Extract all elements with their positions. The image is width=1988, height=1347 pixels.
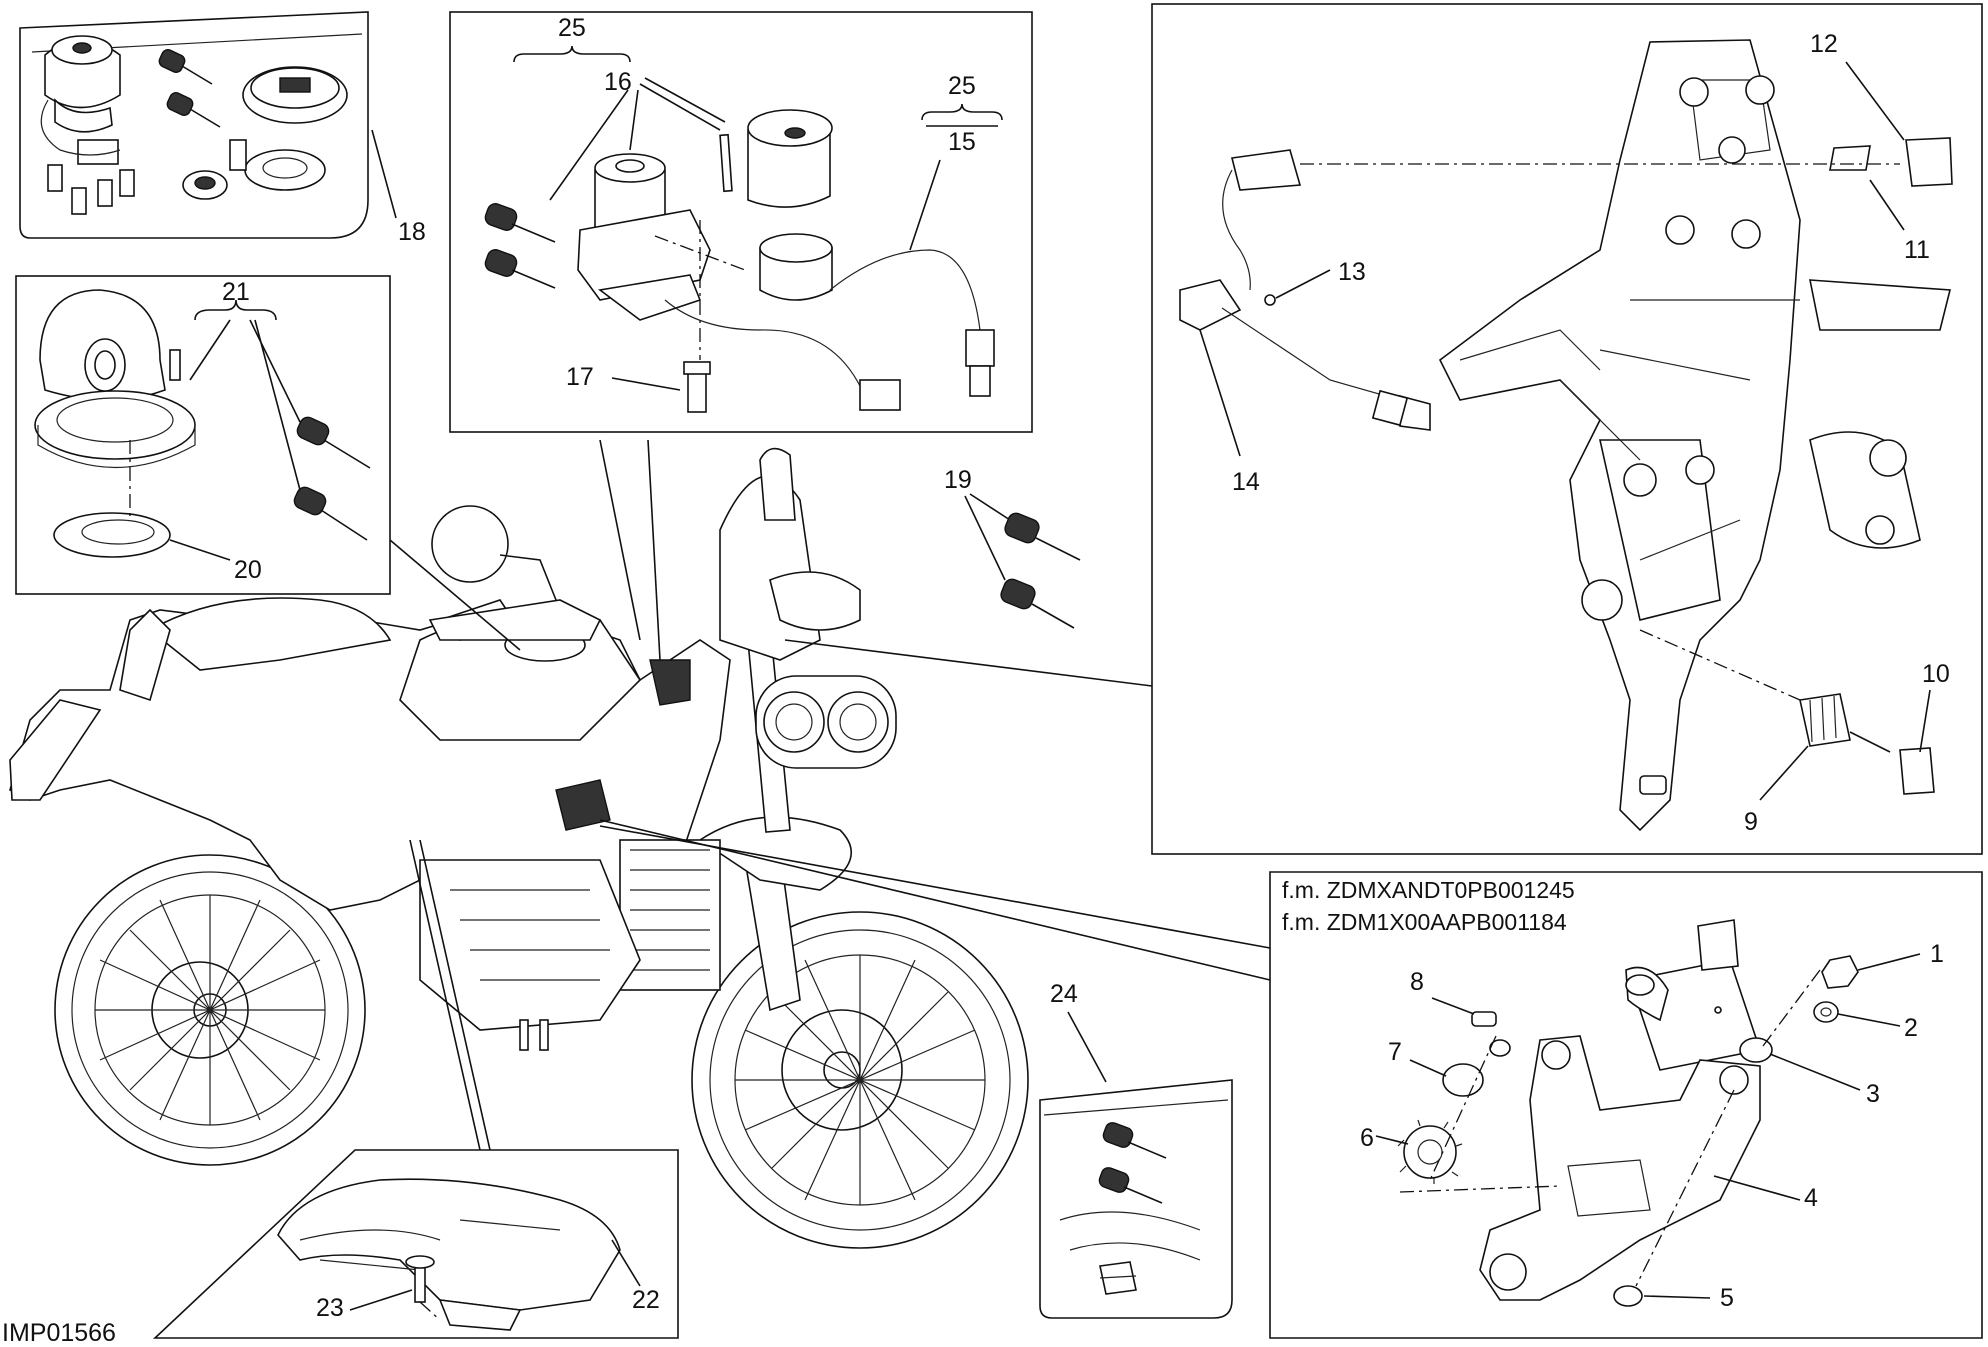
leader-lines: [389, 439, 1271, 1151]
frame-number-2: f.m. ZDM1X00AAPB001184: [1282, 909, 1567, 935]
callout-20: 20: [234, 556, 262, 584]
panel-22-23-cover: 23 22: [152, 1149, 679, 1339]
callout-15: 15: [948, 128, 976, 156]
panel-25-ignition-switch: 25 25 15 16: [449, 11, 1033, 433]
callout-4: 4: [1804, 1184, 1818, 1212]
motorcycle-illustration: [9, 447, 1029, 1249]
callout-25-right: 25: [948, 72, 976, 100]
callout-2: 2: [1904, 1014, 1918, 1042]
callout-8: 8: [1410, 968, 1424, 996]
callout-9: 9: [1744, 808, 1758, 836]
drawing-code: IMP01566: [2, 1319, 116, 1347]
panel-18-lock-kit: 18: [19, 11, 426, 246]
callout-3: 3: [1866, 1080, 1880, 1108]
callout-19-keys: 19: [944, 466, 1081, 629]
callout-17: 17: [566, 363, 594, 391]
callout-5: 5: [1720, 1284, 1734, 1312]
panel-1-8-sensor-bracket: f.m. ZDMXANDT0PB001245 f.m. ZDM1X00AAPB0…: [1269, 871, 1983, 1339]
callout-22: 22: [632, 1286, 660, 1314]
callout-12: 12: [1810, 30, 1838, 58]
panel-20-21-cap-kit: 21 20: [15, 275, 391, 595]
callout-21: 21: [222, 278, 250, 306]
panel-24-key-kit: 24: [1039, 980, 1233, 1319]
callout-13: 13: [1338, 258, 1366, 286]
key-icon: [293, 416, 371, 541]
key-icon: [484, 203, 556, 289]
callout-14: 14: [1232, 468, 1260, 496]
callout-10: 10: [1922, 660, 1950, 688]
panel-9-14-bracket: 12 11 13 14 9 10: [1151, 3, 1983, 855]
callout-11: 11: [1904, 236, 1930, 264]
key-icon: [1000, 512, 1081, 629]
callout-19: 19: [944, 466, 972, 494]
callout-24: 24: [1050, 980, 1078, 1008]
callout-25-left: 25: [558, 14, 586, 42]
key-icon: [1098, 1122, 1167, 1204]
callout-23: 23: [316, 1294, 344, 1322]
callout-1: 1: [1930, 940, 1944, 968]
callout-7: 7: [1388, 1038, 1402, 1066]
callout-18: 18: [398, 218, 426, 246]
frame-number-1: f.m. ZDMXANDT0PB001245: [1282, 877, 1575, 903]
callout-6: 6: [1360, 1124, 1374, 1152]
key-icon: [158, 49, 221, 128]
